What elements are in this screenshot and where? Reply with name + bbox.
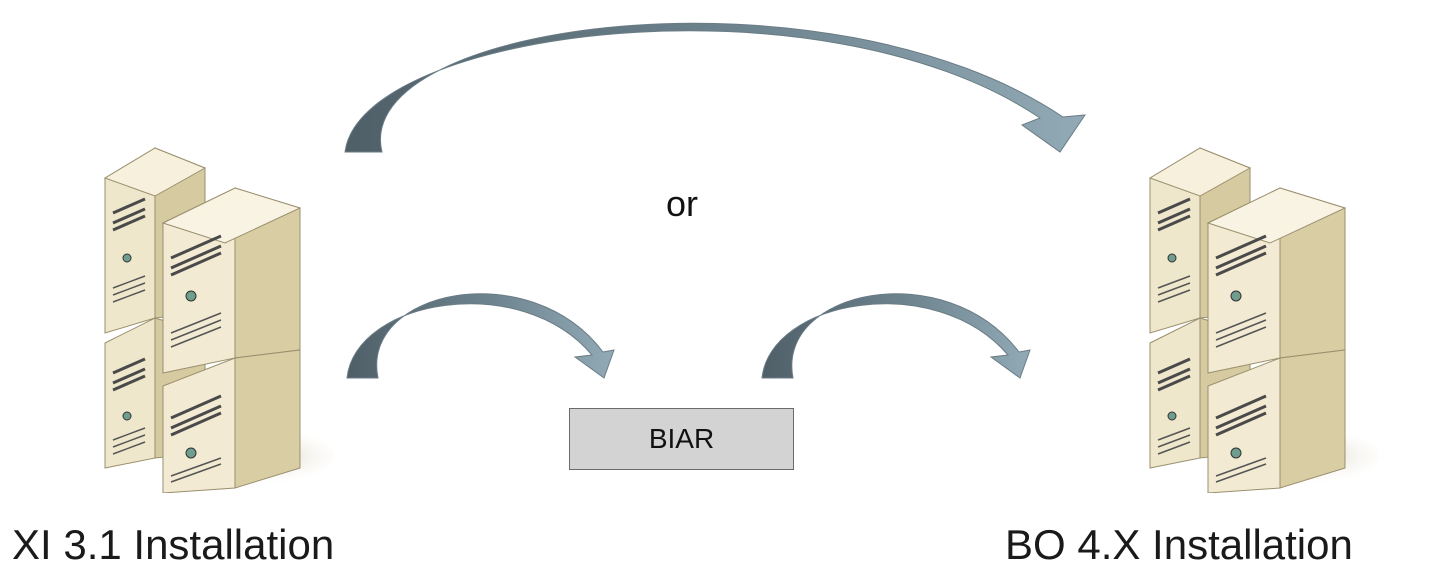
export-to-biar-arrow: [346, 293, 615, 379]
target-installation-label: BO 4.X Installation: [1005, 521, 1353, 568]
or-label: or: [666, 183, 699, 224]
direct-migration-arrow: [344, 22, 1087, 153]
server-cluster-icon: [103, 147, 335, 493]
server-cluster-icon: [1148, 147, 1380, 493]
target-server-cluster: [1140, 118, 1380, 493]
source-server-cluster: [95, 118, 335, 493]
biar-label: BIAR: [648, 423, 715, 454]
import-from-biar-arrow: [761, 293, 1031, 379]
source-installation-label: XI 3.1 Installation: [12, 521, 335, 568]
biar-box: BIAR: [569, 408, 794, 470]
